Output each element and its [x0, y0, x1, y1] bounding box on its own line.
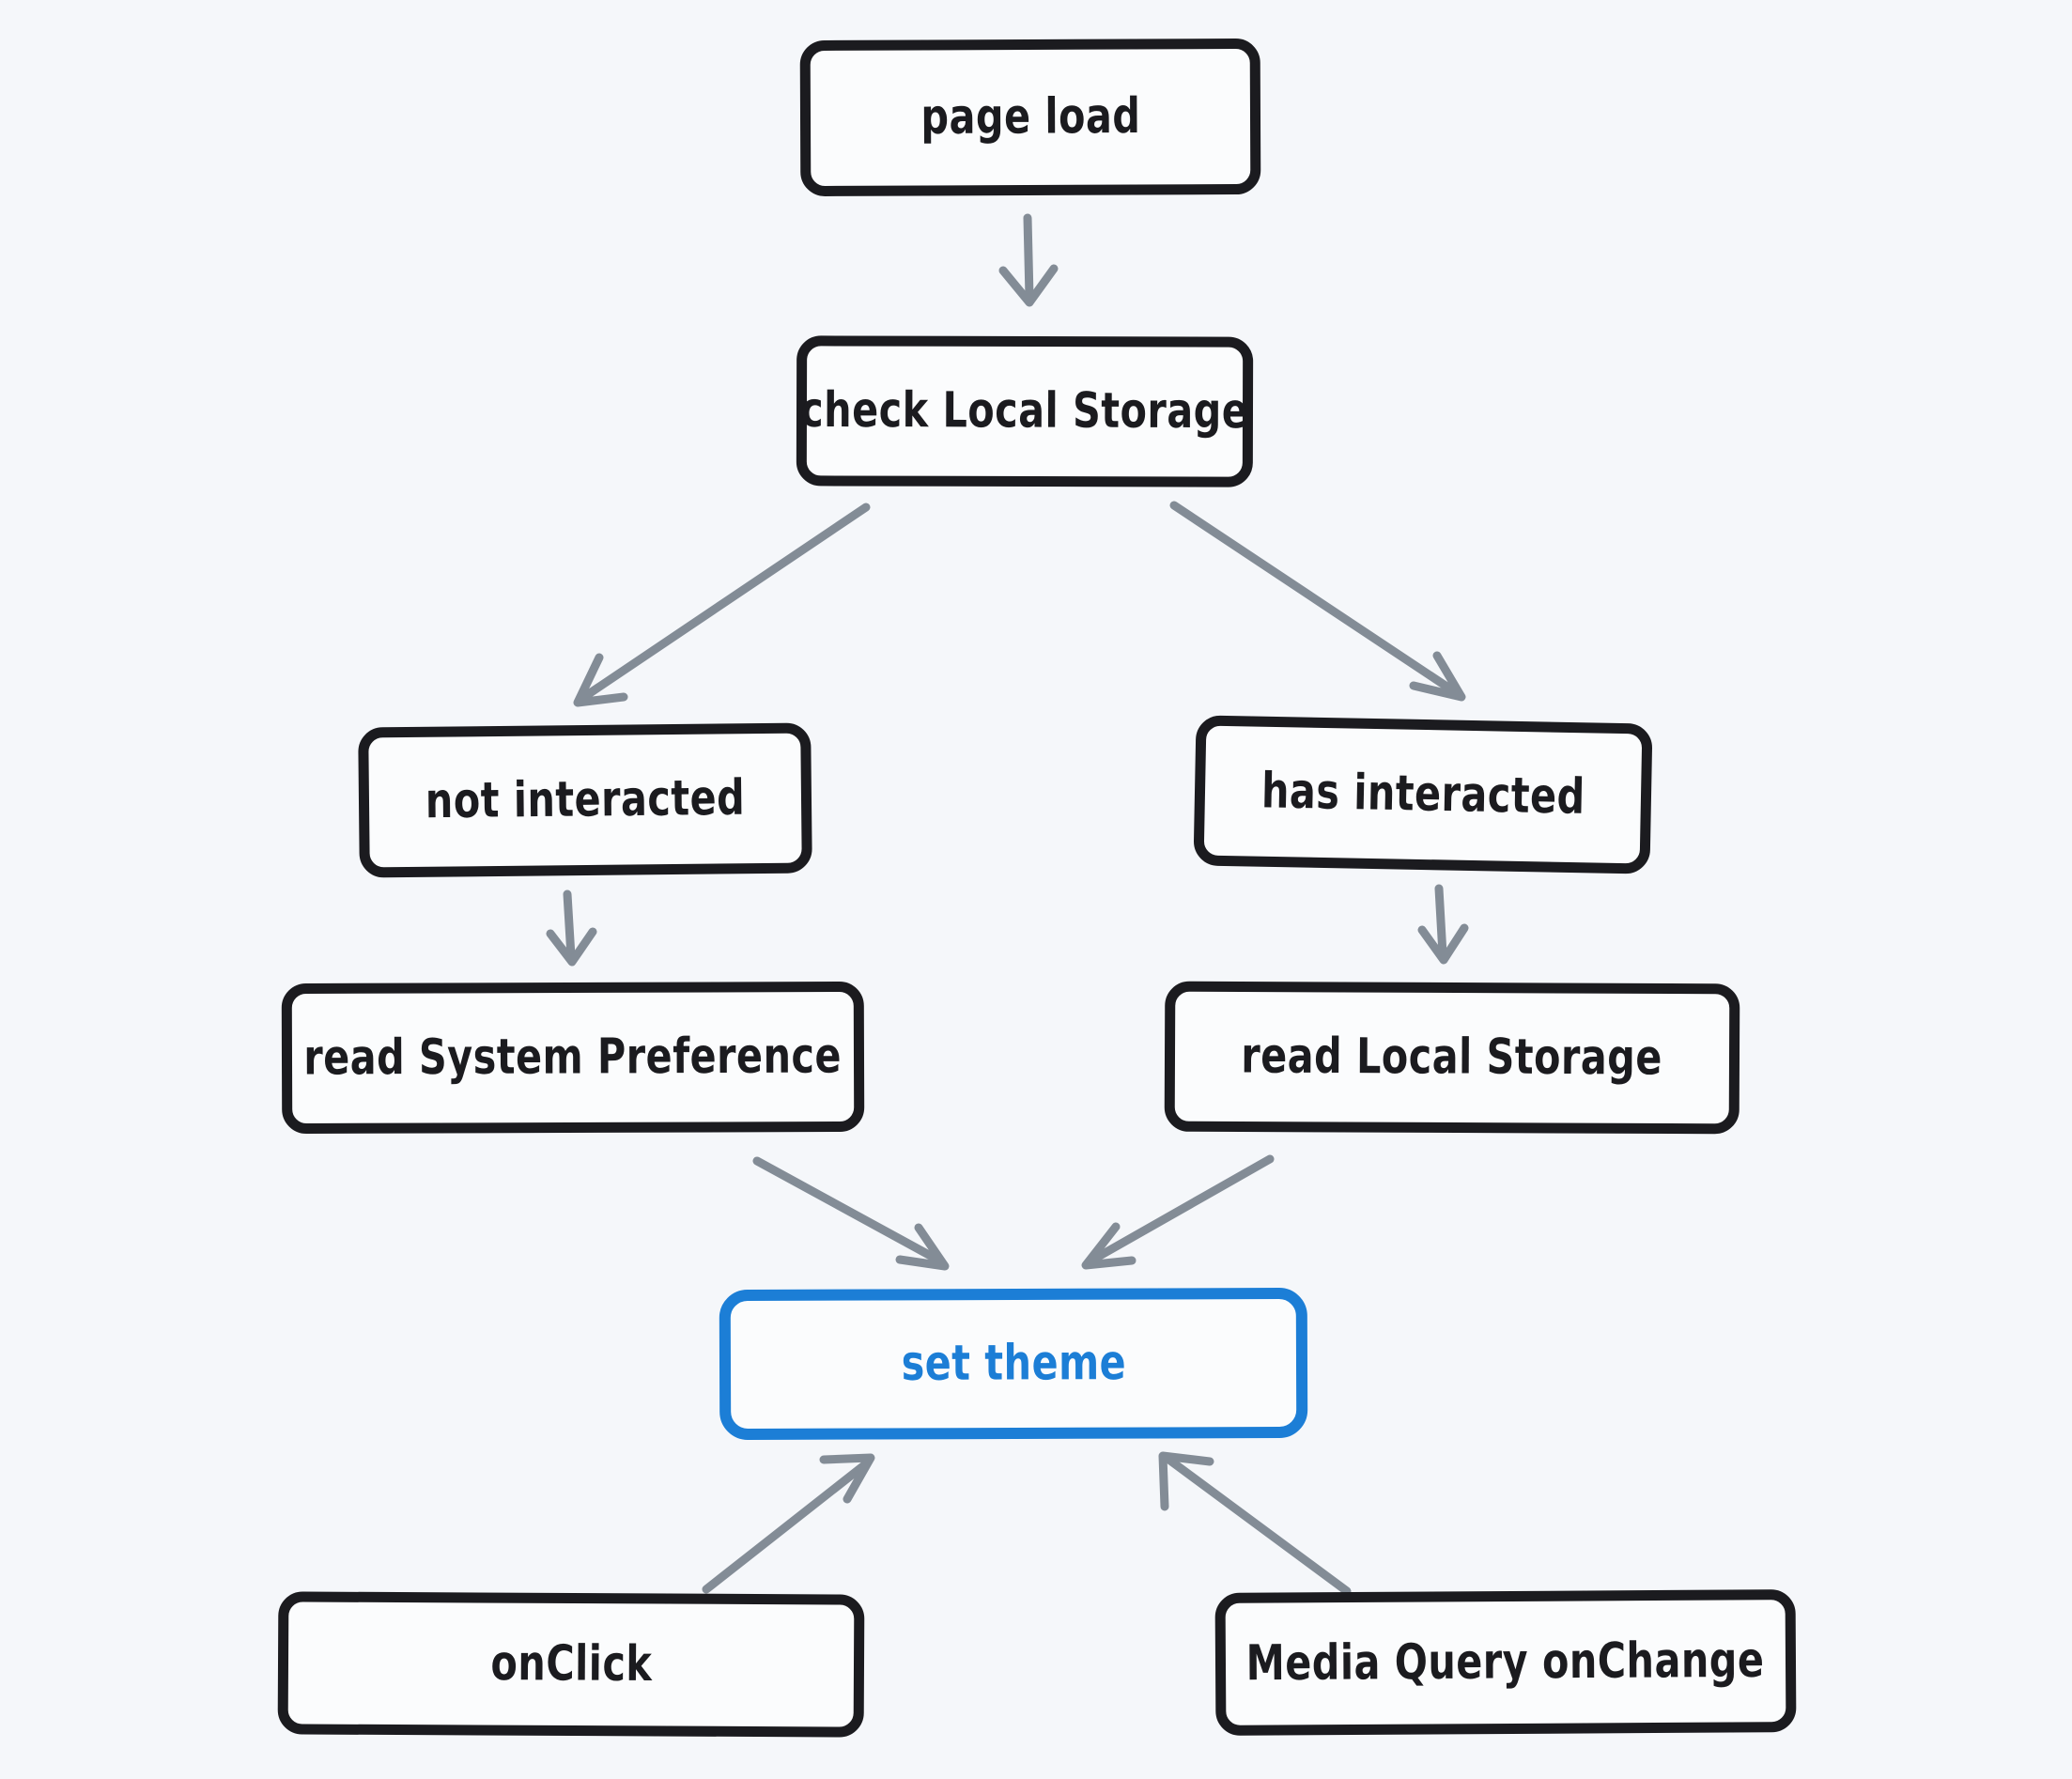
node-not-interacted[interactable]: not interacted: [358, 722, 812, 878]
node-label: set theme: [901, 1334, 1126, 1392]
node-read-system-preference[interactable]: read System Preference: [281, 981, 865, 1135]
node-onclick[interactable]: onClick: [277, 1591, 865, 1738]
node-read-local-storage[interactable]: read Local Storage: [1164, 981, 1740, 1135]
edge-onclick-to-set-theme: [702, 1453, 875, 1594]
edge-has-interacted-to-read-local-storage: [1417, 884, 1469, 965]
edge-read-system-pref-to-set-theme: [752, 1156, 950, 1271]
node-check-local-storage[interactable]: check Local Storage: [796, 335, 1254, 487]
node-set-theme[interactable]: set theme: [719, 1287, 1308, 1441]
edge-not-interacted-to-read-system-pref: [546, 890, 597, 967]
node-label: onClick: [489, 1634, 653, 1693]
node-label: not interacted: [425, 769, 746, 830]
node-label: has interacted: [1260, 763, 1585, 826]
edge-check-local-to-has-interacted: [1169, 501, 1466, 702]
edge-media-query-to-set-theme: [1158, 1451, 1352, 1596]
node-has-interacted[interactable]: has interacted: [1193, 715, 1653, 874]
node-label: Media Query onChange: [1245, 1632, 1766, 1693]
node-media-query-onchange[interactable]: Media Query onChange: [1214, 1589, 1797, 1736]
node-label: page load: [920, 87, 1141, 147]
edge-read-local-storage-to-set-theme: [1081, 1154, 1275, 1270]
edge-check-local-to-not-interacted: [573, 503, 871, 707]
node-label: check Local Storage: [800, 381, 1249, 441]
edge-page-load-to-check-local: [998, 213, 1059, 307]
node-label: read Local Storage: [1241, 1028, 1663, 1087]
node-label: read System Preference: [303, 1028, 843, 1087]
node-page-load[interactable]: page load: [799, 38, 1261, 197]
